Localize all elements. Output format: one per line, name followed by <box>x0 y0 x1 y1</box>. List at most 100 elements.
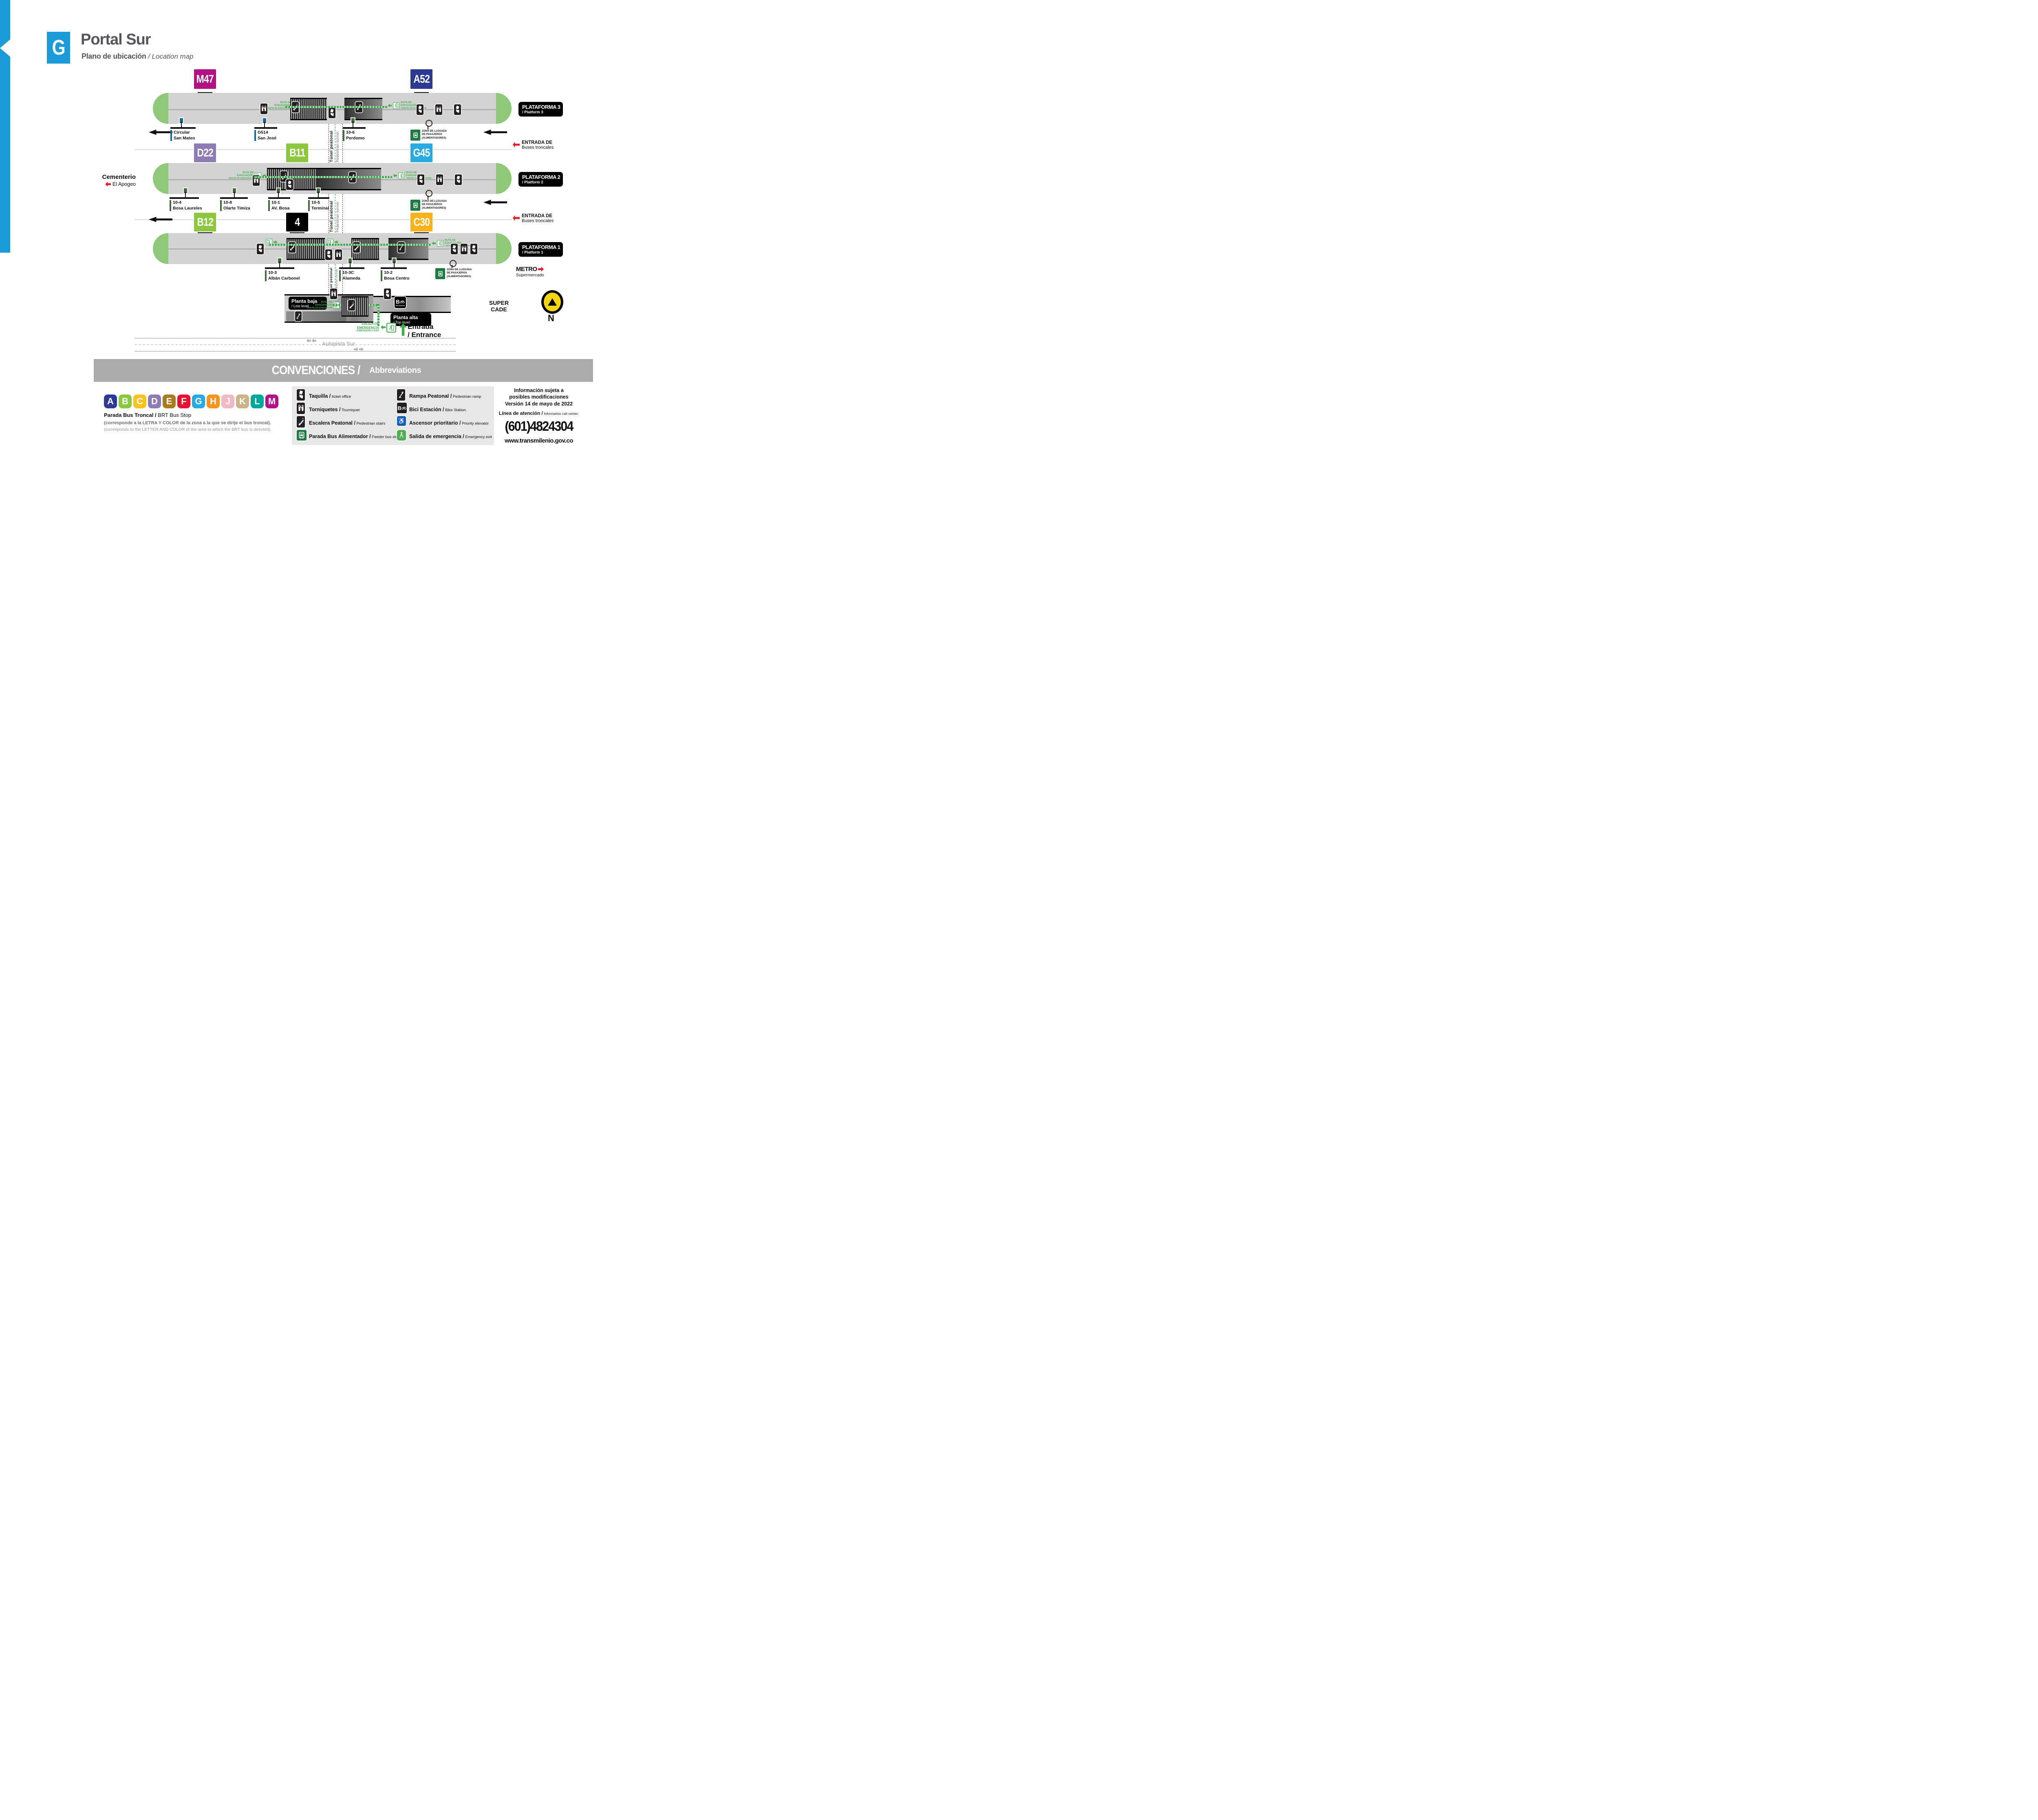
ramp-block <box>388 238 428 260</box>
legend-torniquetes: Torniquetes / Tourniquet <box>309 407 360 412</box>
stairs-block <box>342 296 368 317</box>
tunnel-label-en: Pedestrian tunnel <box>335 201 340 232</box>
legend-band: CONVENCIONES / Abbreviations <box>94 359 593 382</box>
info-block: Información sujeta a posibles modificaci… <box>498 387 580 444</box>
route-badge-g45: G45 <box>410 143 432 162</box>
stop-marker <box>393 258 396 263</box>
brt-stop-caption: Parada Bus Troncal / BRT Bus Stop <box>104 412 192 418</box>
ticket-office-icon <box>329 108 335 118</box>
tunnel-evacuation-line <box>335 264 336 294</box>
bus-direction-arrow-left <box>483 200 507 205</box>
tunnel-evacuation-line <box>335 194 336 233</box>
ticket-office-icon <box>297 389 305 401</box>
zone-band-notch <box>0 39 11 57</box>
low-level-label: Planta baja / Low level <box>289 297 327 310</box>
route-badge-b12: B12 <box>194 213 216 231</box>
zone-letter-row: A B C D E F G H J K L M <box>104 394 278 408</box>
connector <box>343 127 366 129</box>
super-cade-label: SUPER CADE <box>489 300 509 313</box>
tunnel-label-es: Túnel peatonal <box>329 130 334 162</box>
connector <box>170 197 199 199</box>
turnstile-icon <box>330 289 337 299</box>
connector <box>394 262 395 267</box>
stop-marker <box>277 188 280 193</box>
connector <box>254 127 277 129</box>
stop-marker <box>278 258 281 263</box>
bus-direction-arrow-left <box>483 130 507 135</box>
feeder-zone-marker <box>426 120 432 127</box>
pedestrian-tunnel-edge <box>342 194 343 233</box>
zone-letter-c: C <box>133 394 146 408</box>
bike-station-caption: Bici Estación <box>396 304 405 306</box>
stop-marker <box>180 118 183 123</box>
turnstile-icon <box>461 244 468 254</box>
zone-letter-j: J <box>221 394 234 408</box>
ticket-office-icon <box>417 104 423 115</box>
evacuation-line-down <box>377 304 379 327</box>
feeder-zone-marker <box>450 260 457 267</box>
connector <box>220 197 248 199</box>
subtitle-es: Plano de ubicación <box>82 52 146 60</box>
feeder-zone-marker <box>426 190 432 197</box>
pedestrian-tunnel-edge <box>342 124 343 163</box>
ticket-office-icon <box>286 179 293 190</box>
legend-rampa: Rampa Peatonal / Pedestrian ramp <box>409 393 481 399</box>
legend-band-title: CONVENCIONES / <box>271 364 360 377</box>
feeder-bus-icon <box>410 130 420 141</box>
tunnel-evacuation-line <box>335 124 336 163</box>
stop-marker <box>233 188 236 193</box>
ticket-office-icon <box>455 174 462 185</box>
info-version: Versión 14 de mayo de 2022 <box>505 401 573 407</box>
emergency-exit-icon <box>386 323 396 333</box>
legend-escalera: Escalera Peatonal / Pedestrian stairs <box>309 420 386 426</box>
bike-station-box: B Bici Estación <box>395 297 406 308</box>
zone-letter: G <box>52 36 65 59</box>
zone-letter-g: G <box>192 394 205 408</box>
turnstile-icon <box>297 403 305 414</box>
legend-parada-alimentador: Parada Bus Alimentador / Feeder bus stop <box>309 434 400 439</box>
connector <box>181 121 182 127</box>
top-level-label: Planta alta / Top level <box>390 313 431 326</box>
zone-letter-l: L <box>251 394 264 408</box>
stop-marker <box>351 118 355 123</box>
compass-north-label: N <box>548 313 554 323</box>
bicycle-icon <box>399 300 405 304</box>
turnstile-icon <box>435 104 442 115</box>
emergency-exit-icon <box>393 102 399 109</box>
turnstile-icon <box>436 174 443 185</box>
road-direction-east <box>354 347 364 351</box>
stop-marker <box>263 118 266 123</box>
route-badge-d22: D22 <box>194 143 216 162</box>
bus-direction-arrow-left <box>149 130 172 135</box>
station-map-page: G Portal Sur Plano de ubicación / Locati… <box>0 0 637 455</box>
stairs-icon <box>297 416 305 427</box>
ticket-office-icon <box>325 249 332 260</box>
compass <box>541 290 563 314</box>
tunnel-label-es: Túnel peatonal <box>329 201 334 232</box>
bike-station-icon: B <box>397 403 407 413</box>
website[interactable]: www.transmilenio.gov.co <box>505 437 573 444</box>
call-center-phone: (601)4824304 <box>505 418 573 434</box>
connector <box>350 262 351 267</box>
metro-label: METRO Supermercado <box>516 266 544 278</box>
arrow-left-icon <box>105 182 111 187</box>
escalator-icon <box>348 300 355 311</box>
brt-stop-note-en: (corresponds to the LETTER AND COLOR of … <box>104 427 272 432</box>
turnstile-icon <box>335 249 342 260</box>
stop-marker <box>184 188 187 193</box>
autopista-sur-label: Autopista Sur <box>322 341 355 347</box>
evacuation-line <box>254 176 392 178</box>
ticket-office-icon <box>384 289 391 299</box>
road-edge <box>135 351 456 352</box>
zone-letter-f: F <box>177 394 190 408</box>
arrow-left-icon <box>388 104 392 108</box>
compass-needle <box>548 298 557 306</box>
